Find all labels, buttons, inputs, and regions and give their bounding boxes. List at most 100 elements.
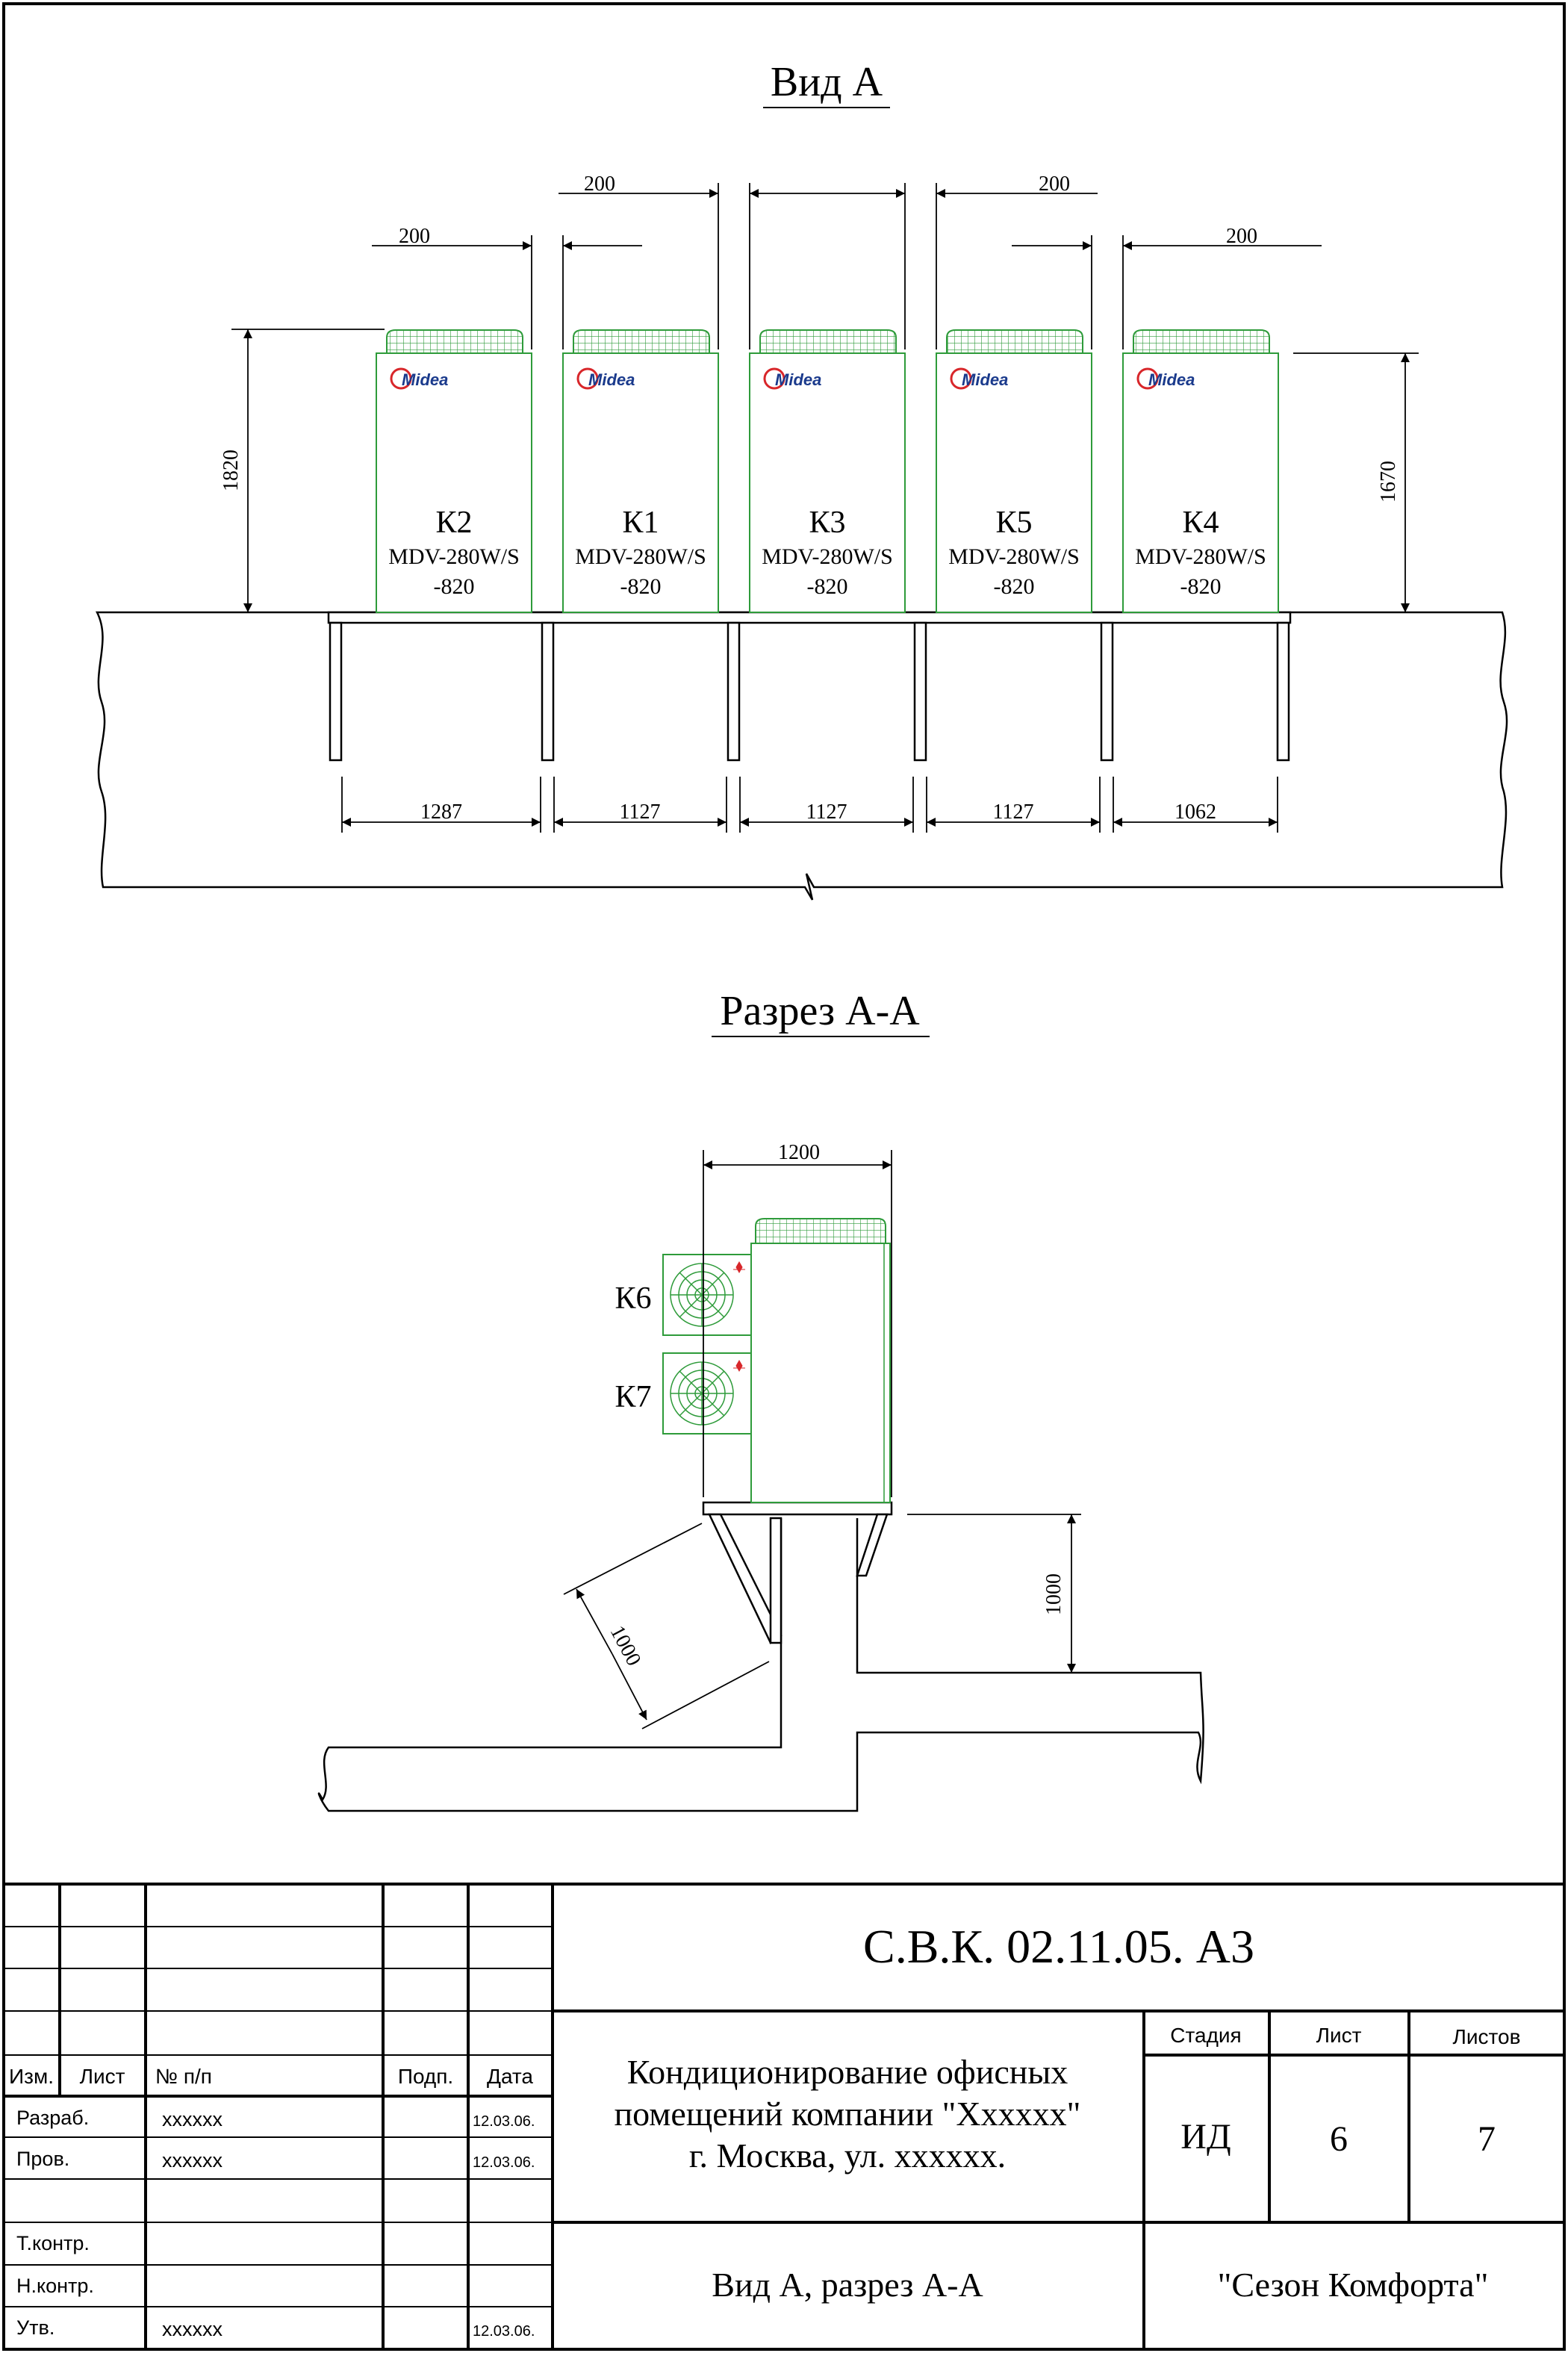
bracket-right [856,1513,889,1577]
unit-k7-label: К7 [615,1380,651,1414]
desc-line1: Кондиционирование офисных [627,2053,1068,2091]
dim-height: 1000 [1042,1573,1065,1615]
dim-bottom-4: 1127 [993,801,1034,824]
unit-label: К3 [809,506,845,540]
col-head-num: № п/п [155,2065,212,2088]
unit-k5: Midea К5 MDV-280W/S -820 [936,329,1092,613]
support-leg-2 [541,621,555,762]
dim-height-lines [907,1514,1081,1673]
bracket-left-arm [769,1517,783,1644]
unit-model-line1: MDV-280W/S [575,544,706,569]
dim-height-right-lines [1293,352,1419,612]
role-nkontr: Н.контр. [16,2275,94,2297]
dim-top-1: 200 [399,225,430,248]
date-utv: 12.03.06. [473,2323,535,2340]
midea-logo-icon [763,367,785,390]
support-leg-5 [1100,621,1114,762]
role-prov: Пров. [16,2148,69,2170]
unit-model-line1: MDV-280W/S [948,544,1080,569]
brand-label: Midea [588,370,635,389]
role-tkontr: Т.контр. [16,2232,90,2254]
sheet-label: Лист [1316,2024,1362,2047]
unit-k1: Midea К1 MDV-280W/S -820 [562,329,719,613]
dim-diag-lines [563,1523,770,1729]
col-head-izm: Изм. [9,2065,54,2088]
unit-model-line2: -820 [807,574,848,599]
brand-label: Midea [402,370,448,389]
sheet-value: 6 [1330,2119,1348,2159]
date-prov: 12.03.06. [473,2154,535,2171]
unit-grill [946,329,1083,354]
mitsubishi-logo-icon [733,1359,745,1373]
stage-value: ИД [1180,2117,1231,2157]
unit-grill [386,329,523,354]
unit-body [562,352,719,613]
sheets-label: Листов [1453,2025,1521,2048]
support-beam [327,611,1292,624]
support-leg-4 [913,621,927,762]
unit-label: К5 [995,506,1032,540]
col-head-podp: Подп. [398,2065,453,2088]
section-unit-body [750,1243,891,1503]
role-utv: Утв. [16,2316,55,2339]
unit-k6: К6 [615,1254,752,1336]
view-a-title: Вид А [771,59,883,105]
stage-label: Стадия [1170,2024,1241,2047]
unit-model-line2: -820 [620,574,662,599]
dim-bottom-1: 1287 [420,801,462,824]
desc-line3: г. Москва, ул. xxxxxx. [689,2136,1006,2175]
unit-body [1122,352,1279,613]
unit-body [749,352,906,613]
midea-logo-icon [576,367,599,390]
midea-logo-icon [1136,367,1159,390]
unit-model-line2: -820 [994,574,1035,599]
unit-k7: К7 [615,1352,752,1435]
unit-k4: Midea К4 MDV-280W/S -820 [1122,329,1279,613]
desc-line2: помещений компании "Ххххxx" [615,2095,1081,2133]
mitsubishi-logo-icon [733,1261,745,1274]
unit-model-line2: -820 [1180,574,1222,599]
drawing-name: Вид А, разрез А-А [712,2266,983,2304]
support-leg-6 [1276,621,1290,762]
fan-icon [670,1361,734,1426]
dim-width: 1200 [778,1141,820,1164]
dim-top-3: 200 [1039,172,1070,196]
unit-body [376,352,532,613]
title-block: С.В.К. 02.11.05. А3 Изм. Лист № п/п Подп… [4,1883,1564,2349]
section-unit-grill [755,1218,886,1244]
dim-height-left: 1820 [220,450,243,491]
midea-logo-icon [390,367,412,390]
midea-logo-icon [950,367,972,390]
dim-top-2: 200 [584,172,615,196]
bottom-dimensions [341,777,1278,833]
unit-grill [573,329,710,354]
section-aa-title: Разрез А-А [720,988,920,1034]
unit-model-line1: MDV-280W/S [388,544,520,569]
dim-bottom-5: 1062 [1175,801,1216,824]
dim-bottom-2: 1127 [620,801,661,824]
name-razrab: xxxxxx [162,2108,223,2130]
dim-top-4: 200 [1226,225,1257,248]
dim-height-right: 1670 [1377,461,1400,503]
unit-model-line1: MDV-280W/S [762,544,893,569]
name-utv: xxxxxx [162,2318,223,2340]
fan-icon [670,1263,734,1327]
col-head-data: Дата [487,2065,533,2088]
top-dimensions [372,183,1322,349]
date-razrab: 12.03.06. [473,2113,535,2130]
support-leg-1 [329,621,343,762]
unit-body [936,352,1092,613]
unit-model-line1: MDV-280W/S [1135,544,1266,569]
section-aa: Разрез А-А [317,988,1204,1812]
brand-label: Midea [1148,370,1195,389]
dim-height-left-lines [231,329,385,612]
unit-k2: Midea К2 MDV-280W/S -820 [376,329,532,613]
platform [702,1501,893,1516]
unit-label: К1 [622,506,659,540]
dim-width-lines [703,1150,892,1497]
roof-slab [95,611,1508,901]
drawing-code: С.В.К. 02.11.05. А3 [863,1920,1254,1973]
brand-label: Midea [962,370,1008,389]
